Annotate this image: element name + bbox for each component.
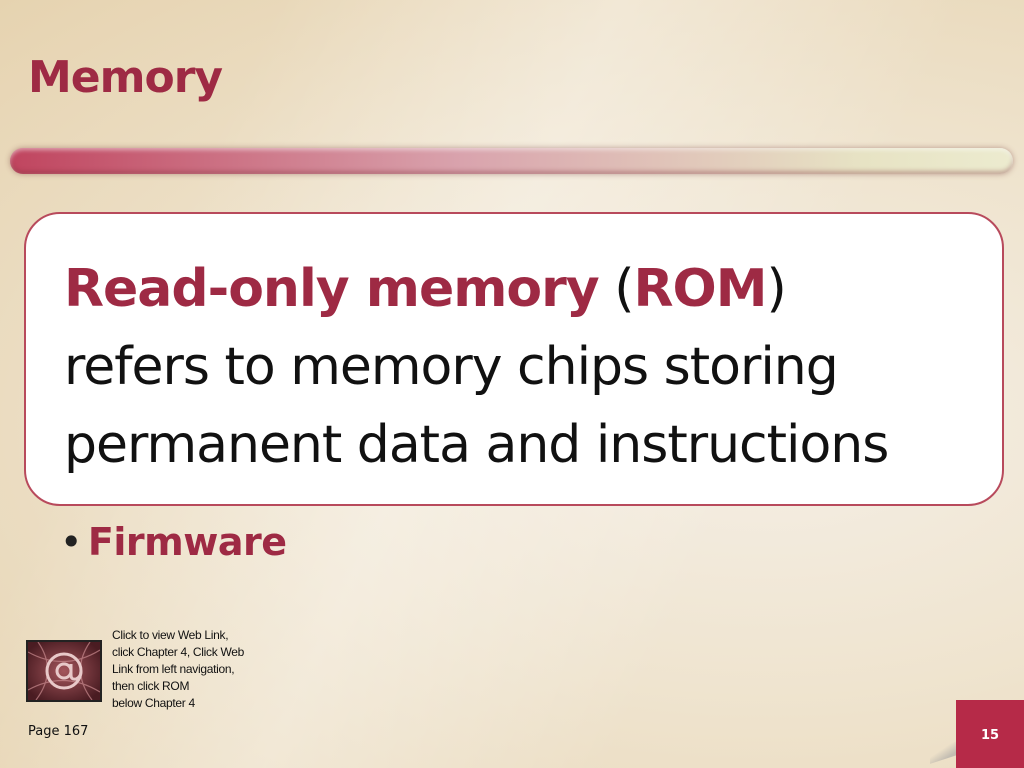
definition-line-2: refers to memory chips storing [64,337,839,397]
page-reference: Page 167 [28,724,89,739]
web-link-line: below Chapter 4 [112,696,195,710]
term-read-only-memory: Read-only memory [64,259,600,319]
definition-callout: Read-only memory (ROM) refers to memory c… [24,212,1004,506]
term-rom: ROM [633,259,768,319]
web-link-line: click Chapter 4, Click Web [112,645,245,659]
title-divider-bar [10,148,1013,174]
web-link-instructions: Click to view Web Link, click Chapter 4, … [112,627,282,712]
slide-number-badge: 15 [956,700,1024,768]
bullet-dot: • [60,520,82,564]
at-sign-icon[interactable] [26,640,102,702]
open-paren: ( [598,259,634,319]
definition-line-3: permanent data and instructions [64,415,889,475]
bullet-label-firmware: Firmware [87,520,287,564]
web-link-line: Click to view Web Link, [112,628,229,642]
web-link-line: then click ROM [112,679,190,693]
definition-text: Read-only memory (ROM) refers to memory c… [64,250,889,484]
bullet-item: •Firmware [60,520,287,564]
close-paren: ) [766,259,787,319]
web-link-line: Link from left navigation, [112,662,235,676]
slide-title: Memory [28,52,223,103]
